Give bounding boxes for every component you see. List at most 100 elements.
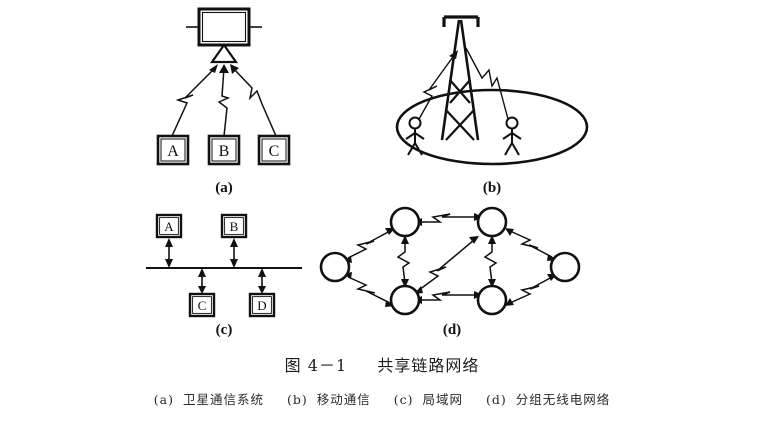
subcaption-a-tag: (a)	[153, 392, 174, 407]
mobile-user-left	[405, 116, 425, 156]
lan-station-b-box	[220, 213, 248, 239]
station-c-box	[257, 134, 291, 166]
subcaption-c-text: 局域网	[422, 392, 463, 407]
subcaption-a: (a) 卫星通信系统	[154, 392, 269, 407]
lan-drop-c-arrow-up	[198, 268, 206, 277]
uplink-b-path	[217, 67, 231, 137]
user-right-leg-right	[511, 142, 520, 156]
subcaption-d-tag: (d)	[485, 392, 507, 407]
station-a-box	[156, 134, 190, 166]
lan-station-c-box-inner	[192, 296, 212, 314]
station-b-box-inner	[211, 138, 237, 162]
link-southwest-northeast-path	[418, 239, 475, 291]
radio-link-left-arrowhead	[449, 50, 458, 59]
user-right-leg-left	[504, 142, 513, 156]
satellite-antenna	[209, 43, 239, 64]
link-northeast-southeast-arrow-up	[488, 235, 496, 244]
panel-a-label: (a)	[215, 180, 233, 196]
panel-d-packet-radio-network: (d)	[319, 206, 581, 338]
user-left-arm-right	[414, 132, 425, 140]
lan-drop-d-arrow-down	[258, 286, 266, 294]
lan-drop-a-arrow-up	[165, 238, 173, 247]
panel-c-lan: A B C	[146, 213, 302, 338]
link-southeast-east	[505, 274, 557, 306]
lan-drop-c-arrow-down	[198, 286, 206, 294]
radio-tower	[440, 19, 480, 141]
uplink-a-arrowhead	[209, 64, 218, 73]
node-south-east	[476, 284, 508, 316]
satellite-body	[197, 7, 251, 47]
radio-link-right	[465, 47, 509, 120]
node-north-east	[476, 206, 508, 238]
lan-station-d: D	[248, 268, 276, 318]
link-west-northwest	[343, 228, 395, 263]
panel-b-label: (b)	[483, 180, 501, 196]
subcaption-c: (c) 局域网	[394, 392, 468, 407]
user-right-arm-right	[511, 132, 522, 140]
figure-caption-title: 共享链路网络	[377, 356, 480, 375]
link-northeast-southeast	[483, 235, 498, 288]
lan-drop-d-arrow-up	[258, 268, 266, 277]
link-west-southwest	[343, 272, 395, 307]
station-c-label: C	[269, 143, 280, 160]
link-northeast-southeast-path	[483, 240, 498, 284]
station-c-box-inner	[261, 138, 287, 162]
subcaption-c-tag: (c)	[393, 392, 414, 407]
lan-drop-a-arrow-down	[165, 259, 173, 268]
uplink-c-lightning	[230, 64, 277, 137]
link-west-southwest-path	[347, 276, 391, 304]
lan-station-a-label: A	[164, 219, 174, 234]
user-left-leg-right	[414, 142, 423, 156]
link-southeast-east-arrow-start	[505, 298, 514, 306]
user-right-head	[505, 116, 519, 130]
user-left-head	[408, 116, 422, 130]
uplink-a-lightning	[171, 64, 218, 137]
link-southwest-southeast-path	[418, 291, 478, 301]
radio-link-right-path	[465, 47, 509, 120]
lan-station-a-box-inner	[159, 217, 179, 235]
lan-station-b-box-inner	[224, 217, 244, 235]
radio-link-left-path	[418, 53, 456, 120]
uplink-c-path	[232, 67, 277, 137]
link-southeast-east-path	[509, 276, 553, 304]
subcaption-b: (b) 移动通信	[287, 392, 376, 407]
satellite-body-inner	[201, 11, 247, 43]
link-northeast-east-path	[509, 230, 553, 258]
link-northwest-northeast-path	[418, 213, 478, 223]
ground-station-c: C	[257, 134, 291, 166]
lan-station-d-box-inner	[252, 296, 272, 314]
lan-station-a-box	[155, 213, 183, 239]
lan-station-d-label: D	[257, 298, 266, 313]
uplink-b-arrowhead	[219, 64, 229, 73]
coverage-ellipse	[395, 88, 589, 166]
node-west	[319, 251, 351, 283]
node-east	[549, 251, 581, 283]
lan-station-c-label: C	[198, 298, 207, 313]
subcaption-a-text: 卫星通信系统	[182, 392, 264, 407]
link-northwest-southwest	[396, 235, 411, 288]
mobile-user-right	[502, 116, 522, 156]
figure-subcaptions: (a) 卫星通信系统 (b) 移动通信 (c) 局域网 (d) 分组无线电网络	[0, 389, 764, 408]
panel-d-label: (d)	[443, 322, 461, 338]
subcaption-d-text: 分组无线电网络	[515, 392, 611, 407]
user-left-leg-left	[407, 142, 416, 156]
ground-station-b: B	[207, 134, 241, 166]
lan-drop-b-arrow-up	[230, 238, 238, 247]
subcaption-b-tag: (b)	[286, 392, 308, 407]
node-south-west	[389, 284, 421, 316]
panel-b-mobile-communication: (b)	[395, 15, 589, 196]
station-a-box-inner	[160, 138, 186, 162]
figure-caption-main: 图 4－1 共享链路网络	[0, 352, 764, 376]
lan-station-c: C	[188, 268, 216, 318]
uplink-c-arrowhead	[230, 64, 239, 74]
link-northeast-east	[505, 228, 557, 261]
figure-caption-number: 图 4－1	[284, 356, 348, 375]
link-southwest-southeast	[413, 291, 483, 304]
station-b-label: B	[219, 143, 230, 160]
uplink-b-lightning	[217, 64, 231, 137]
link-southwest-northeast	[414, 236, 479, 294]
ground-station-a: A	[156, 134, 190, 166]
uplink-a-path	[171, 67, 216, 137]
